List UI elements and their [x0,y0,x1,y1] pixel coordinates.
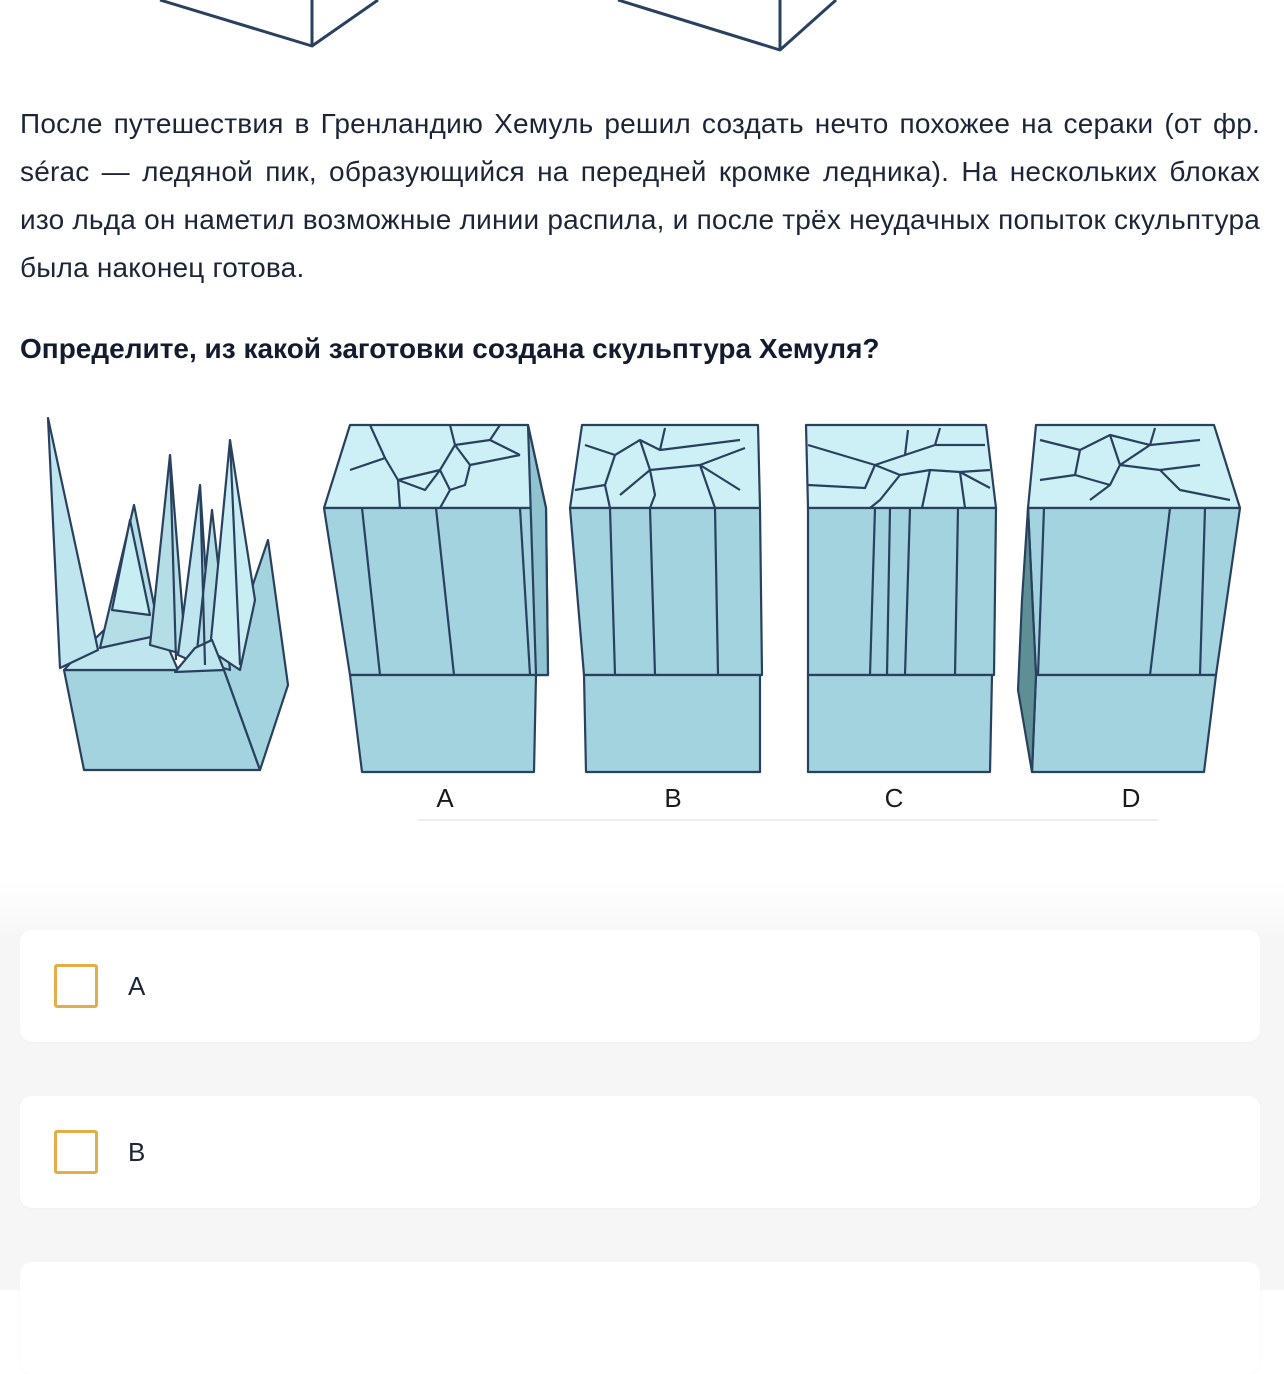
answer-option-b[interactable]: B [20,1096,1260,1208]
ice-block-d [1016,423,1242,774]
ice-blocks-figure: A B C D [46,416,1242,821]
problem-text: После путешествия в Гренландию Хемуль ре… [20,108,1260,283]
block-label-c: C [885,783,904,813]
checkbox-a[interactable] [54,964,98,1008]
answer-label-a: A [128,971,146,1001]
answer-label-b: B [128,1137,146,1167]
block-label-a: A [436,783,454,813]
answer-option-partial[interactable] [20,1262,1260,1374]
answer-option-a[interactable]: A [20,930,1260,1042]
previous-figure-fragment [159,0,837,52]
ice-block-a [322,423,550,774]
serac-sculpture [46,416,290,772]
question-text: Определите, из какой заготовки создана с… [20,333,880,364]
block-label-d: D [1122,783,1141,813]
ice-block-b [568,423,764,774]
ice-block-c [804,423,998,774]
checkbox-b[interactable] [54,1130,98,1174]
block-label-b: B [664,783,681,813]
